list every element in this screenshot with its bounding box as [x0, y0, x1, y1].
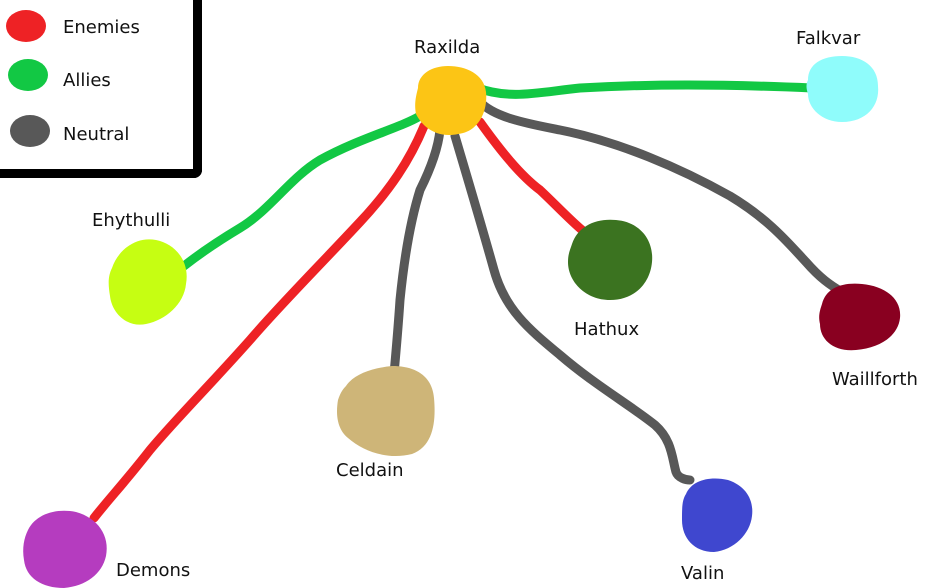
edge-raxilda-ehythulli — [179, 111, 425, 271]
legend-label-allies: Allies — [63, 70, 111, 91]
node-ehythulli — [108, 239, 187, 325]
node-raxilda — [415, 66, 487, 136]
label-ehythulli: Ehythulli — [92, 210, 171, 231]
legend-box — [0, 0, 202, 178]
node-waillforth — [819, 283, 901, 351]
node-hathux — [568, 219, 653, 300]
node-demons — [23, 510, 107, 588]
legend-swatch-allies — [8, 59, 48, 91]
label-celdain: Celdain — [336, 460, 404, 481]
legend-swatch-enemies — [6, 10, 46, 42]
edge-raxilda-demons — [89, 121, 429, 523]
edge-raxilda-hathux — [475, 117, 587, 235]
edge-raxilda-celdain — [389, 125, 445, 379]
legend-label-neutral: Neutral — [63, 124, 130, 145]
edge-raxilda-valin — [450, 131, 695, 485]
label-valin: Valin — [681, 563, 725, 584]
node-celdain — [337, 366, 435, 457]
label-waillforth: Waillforth — [832, 369, 918, 390]
legend-swatch-neutral — [10, 115, 50, 147]
node-falkvar — [806, 56, 879, 122]
edge-raxilda-waillforth — [475, 97, 847, 297]
label-falkvar: Falkvar — [796, 28, 861, 49]
label-demons: Demons — [116, 560, 191, 581]
label-hathux: Hathux — [574, 319, 640, 340]
legend-label-enemies: Enemies — [63, 17, 140, 38]
label-raxilda: Raxilda — [414, 37, 481, 58]
node-valin — [682, 478, 753, 552]
edge-raxilda-falkvar — [473, 80, 817, 99]
